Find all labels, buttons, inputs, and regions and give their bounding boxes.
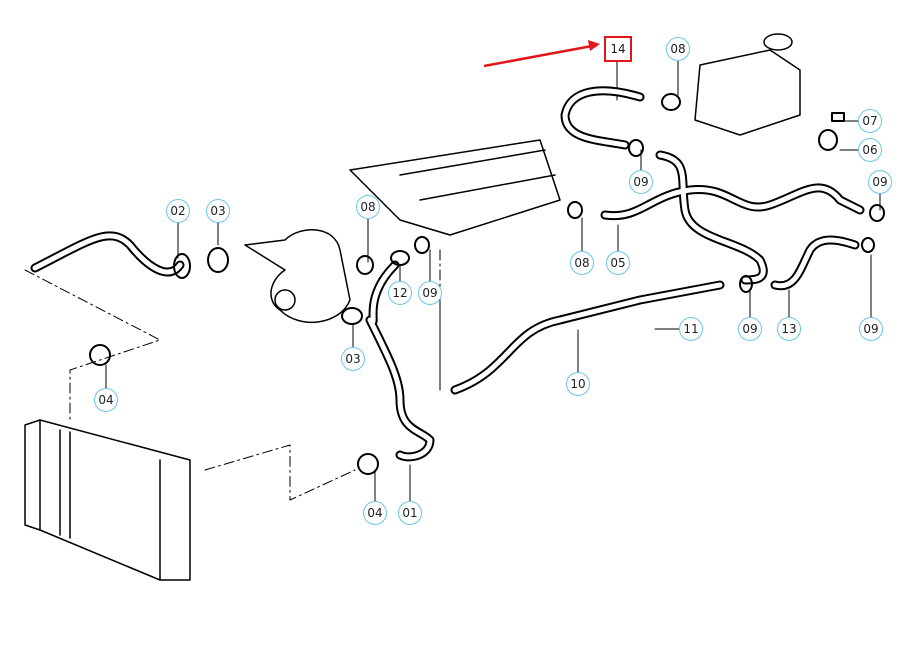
callout[interactable]: 04	[94, 388, 118, 412]
callout[interactable]: 09	[868, 170, 892, 194]
callout[interactable]: 08	[666, 37, 690, 61]
callout[interactable]: 07	[858, 109, 882, 133]
highlight-arrow	[483, 40, 600, 68]
hose-highlights	[32, 88, 863, 460]
callout[interactable]: 06	[858, 138, 882, 162]
callout[interactable]: 04	[363, 501, 387, 525]
assembly-lines	[24, 249, 441, 501]
callout[interactable]: 10	[566, 372, 590, 396]
callout[interactable]: 11	[679, 317, 703, 341]
leader-lines	[105, 59, 881, 502]
callout[interactable]: 02	[166, 199, 190, 223]
callout-14-highlighted[interactable]: 14	[604, 36, 632, 62]
callout[interactable]: 08	[570, 251, 594, 275]
callout[interactable]: 03	[341, 347, 365, 371]
hoses	[30, 86, 865, 462]
callout[interactable]: 05	[606, 251, 630, 275]
callout[interactable]: 09	[629, 170, 653, 194]
callout[interactable]: 09	[418, 281, 442, 305]
callout[interactable]: 12	[388, 281, 412, 305]
clamps	[89, 93, 885, 475]
water-pump	[244, 229, 351, 324]
callout[interactable]: 09	[859, 317, 883, 341]
callout[interactable]: 13	[777, 317, 801, 341]
callout[interactable]: 09	[738, 317, 762, 341]
callout[interactable]: 08	[356, 195, 380, 219]
cylinder-head	[349, 139, 561, 236]
callout[interactable]: 03	[206, 199, 230, 223]
callout[interactable]: 01	[398, 501, 422, 525]
radiator	[24, 419, 191, 581]
expansion-tank	[694, 33, 801, 136]
